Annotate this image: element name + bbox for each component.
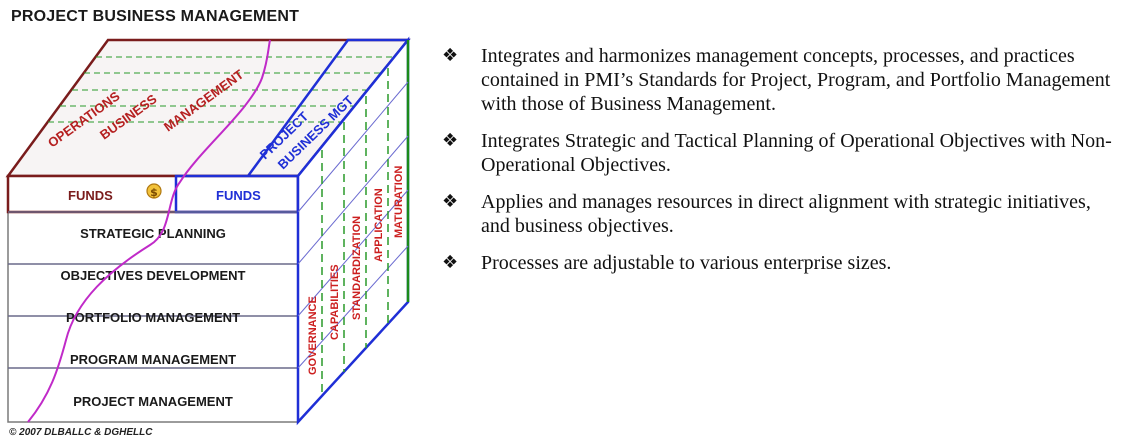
diamond-quad-icon: ❖ — [442, 45, 459, 66]
bullet-item: ❖ Integrates Strategic and Tactical Plan… — [440, 129, 1120, 177]
bullet-item: ❖ Applies and manages resources in direc… — [440, 190, 1120, 238]
diamond-quad-icon: ❖ — [442, 252, 459, 273]
project-business-management-cube: OPERATIONS BUSINESS MANAGEMENT PROJECT B… — [0, 0, 425, 441]
svg-text:$: $ — [150, 186, 158, 199]
magenta-transition-curve — [27, 39, 271, 423]
bullet-item: ❖ Processes are adjustable to various en… — [440, 251, 1120, 275]
cube-svg: OPERATIONS BUSINESS MANAGEMENT PROJECT B… — [5, 36, 411, 426]
bullet-text: Applies and manages resources in direct … — [481, 191, 1091, 237]
bullet-item: ❖ Integrates and harmonizes management c… — [440, 44, 1120, 116]
funds-right-label: FUNDS — [216, 188, 261, 203]
page-title: PROJECT BUSINESS MANAGEMENT — [11, 8, 300, 25]
side-label-standardization: STANDARDIZATION — [351, 216, 363, 320]
diamond-quad-icon: ❖ — [442, 130, 459, 151]
bullet-text: Integrates and harmonizes management con… — [481, 45, 1111, 115]
layer-strategic-planning: STRATEGIC PLANNING — [80, 226, 226, 241]
dollar-coin-icon: $ — [146, 183, 162, 199]
bullet-list: ❖ Integrates and harmonizes management c… — [440, 44, 1120, 288]
bullet-text: Integrates Strategic and Tactical Planni… — [481, 130, 1112, 176]
side-label-application: APPLICATION — [373, 188, 385, 262]
layer-objectives-development: OBJECTIVES DEVELOPMENT — [61, 268, 246, 283]
bullet-text: Processes are adjustable to various ente… — [481, 252, 892, 274]
layer-program-management: PROGRAM MANAGEMENT — [70, 352, 236, 367]
side-label-governance: GOVERNANCE — [307, 296, 319, 375]
layer-portfolio-management: PORTFOLIO MANAGEMENT — [66, 310, 240, 325]
side-label-capabilities: CAPABILITIES — [329, 264, 341, 340]
layer-project-management: PROJECT MANAGEMENT — [73, 394, 233, 409]
side-label-maturation: MATURATION — [393, 166, 405, 238]
copyright-notice: © 2007 DLBALLC & DGHELLC — [9, 427, 153, 438]
diamond-quad-icon: ❖ — [442, 191, 459, 212]
funds-left-label: FUNDS — [68, 188, 113, 203]
